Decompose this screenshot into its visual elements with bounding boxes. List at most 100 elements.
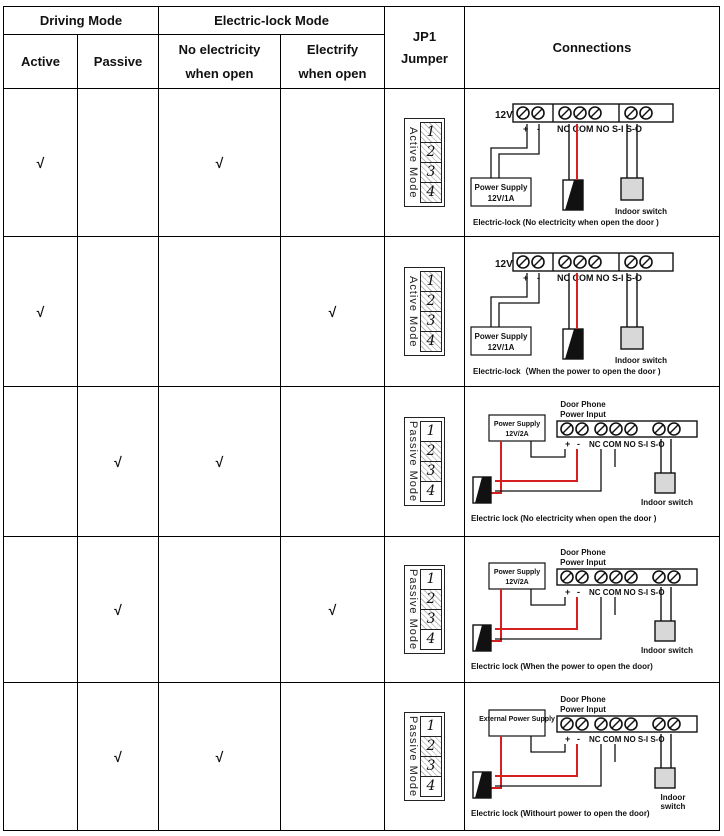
voltage-label: 12V xyxy=(495,110,513,121)
cell-passive xyxy=(77,88,159,237)
diagram-caption: Electric-lock（When the power to open the… xyxy=(473,366,661,376)
indoor-switch-icon xyxy=(620,176,644,201)
electrify-line2: when open xyxy=(298,65,367,81)
door-phone-label: Door Phone xyxy=(560,548,606,557)
diagram-caption: Electric lock (When the power to open th… xyxy=(471,662,653,671)
power-supply-box xyxy=(470,176,532,207)
jumper-pin: 2 xyxy=(421,589,441,610)
check-mark: √ xyxy=(36,303,45,320)
jumper-pin: 3 xyxy=(421,609,441,630)
power-supply-label: Power Supply xyxy=(494,569,540,576)
minus-sign: - xyxy=(577,439,580,449)
door-phone-label: Door Phone xyxy=(560,400,606,409)
door-phone-label: Door Phone xyxy=(560,695,606,704)
minus-sign: - xyxy=(577,587,580,597)
terminal-labels: NC COM NO S-I S-O xyxy=(589,440,665,449)
jumper-pin: 4 xyxy=(426,630,436,647)
jp1-title: JP1 xyxy=(412,28,437,44)
cell-electrify: √ xyxy=(280,236,385,387)
indoor-switch-label: Indoor switch xyxy=(615,356,667,365)
electrify-header: Electrify when open xyxy=(280,34,385,89)
power-supply-rating: 12V/1A xyxy=(488,194,515,203)
plus-sign: + xyxy=(565,439,570,449)
check-mark: √ xyxy=(114,601,122,618)
no-electricity-line2: when open xyxy=(185,65,254,81)
no-electricity-header: No electricity when open xyxy=(158,34,281,89)
power-supply-label: Power Supply xyxy=(475,183,528,192)
active-header: Active xyxy=(3,34,78,89)
diagram-caption: Electric lock (No electricity when open … xyxy=(471,514,657,523)
cell-electrify xyxy=(280,682,385,831)
jumper-pin: 3 xyxy=(421,163,441,183)
cell-active xyxy=(3,386,78,537)
jumper-mode-label: Active Mode xyxy=(407,126,419,199)
jumper-pin: 4 xyxy=(426,777,436,794)
power-input-label: Power Input xyxy=(560,705,606,714)
check-mark: √ xyxy=(215,453,224,470)
plus-sign: + xyxy=(565,587,570,597)
cell-passive xyxy=(77,236,159,387)
indoor-switch-icon xyxy=(654,471,676,494)
plus-sign: + xyxy=(523,273,528,283)
jumper-pin: 1 xyxy=(421,123,441,143)
terminal-labels: NC COM NO S-I S-O xyxy=(557,273,642,283)
check-mark: √ xyxy=(328,303,337,320)
power-supply-label: Power Supply xyxy=(475,332,528,341)
cell-passive: √ xyxy=(77,682,159,831)
cell-passive: √ xyxy=(77,536,159,683)
driving-mode-header: Driving Mode xyxy=(3,6,159,35)
indoor-label: Indoor xyxy=(661,793,686,802)
cell-no-elec xyxy=(158,536,281,683)
jumper-pin: 2 xyxy=(421,441,441,462)
indoor-switch-icon xyxy=(654,619,676,642)
minus-sign: - xyxy=(577,734,580,744)
terminal-labels: NC COM NO S-I S-O xyxy=(589,588,665,597)
terminal-labels: NC COM NO S-I S-O xyxy=(589,735,665,744)
check-mark: √ xyxy=(114,453,122,470)
cell-passive: √ xyxy=(77,386,159,537)
cell-no-elec: √ xyxy=(158,88,281,237)
jumper-pin: 4 xyxy=(426,482,436,499)
jumper-pin: 3 xyxy=(421,312,441,332)
jumper-pin: 1 xyxy=(421,570,441,590)
check-mark: √ xyxy=(215,154,224,171)
mode-table: Driving Mode Electric-lock Mode JP1 Jump… xyxy=(3,6,720,831)
electric-lock-mode-header: Electric-lock Mode xyxy=(158,6,385,35)
jumper-pin: 4 xyxy=(421,183,441,202)
power-input-label: Power Input xyxy=(560,410,606,419)
jumper-pin: 1 xyxy=(421,717,441,737)
jumper-mode-label: Active Mode xyxy=(407,275,419,348)
cell-no-elec: √ xyxy=(158,682,281,831)
passive-header: Passive xyxy=(77,34,159,89)
cell-electrify: √ xyxy=(280,536,385,683)
power-supply-box xyxy=(488,708,546,737)
power-supply-box xyxy=(470,325,532,356)
diagram-caption: Electric-lock (No electricity when open … xyxy=(473,218,659,227)
plus-sign: + xyxy=(523,124,528,134)
cell-electrify xyxy=(280,386,385,537)
jumper-mode-label: Passive Mode xyxy=(407,568,419,651)
jumper-pin: 2 xyxy=(421,292,441,312)
electrify-line1: Electrify xyxy=(306,41,359,57)
cell-active: √ xyxy=(3,88,78,237)
jumper-mode-label: Passive Mode xyxy=(407,715,419,798)
